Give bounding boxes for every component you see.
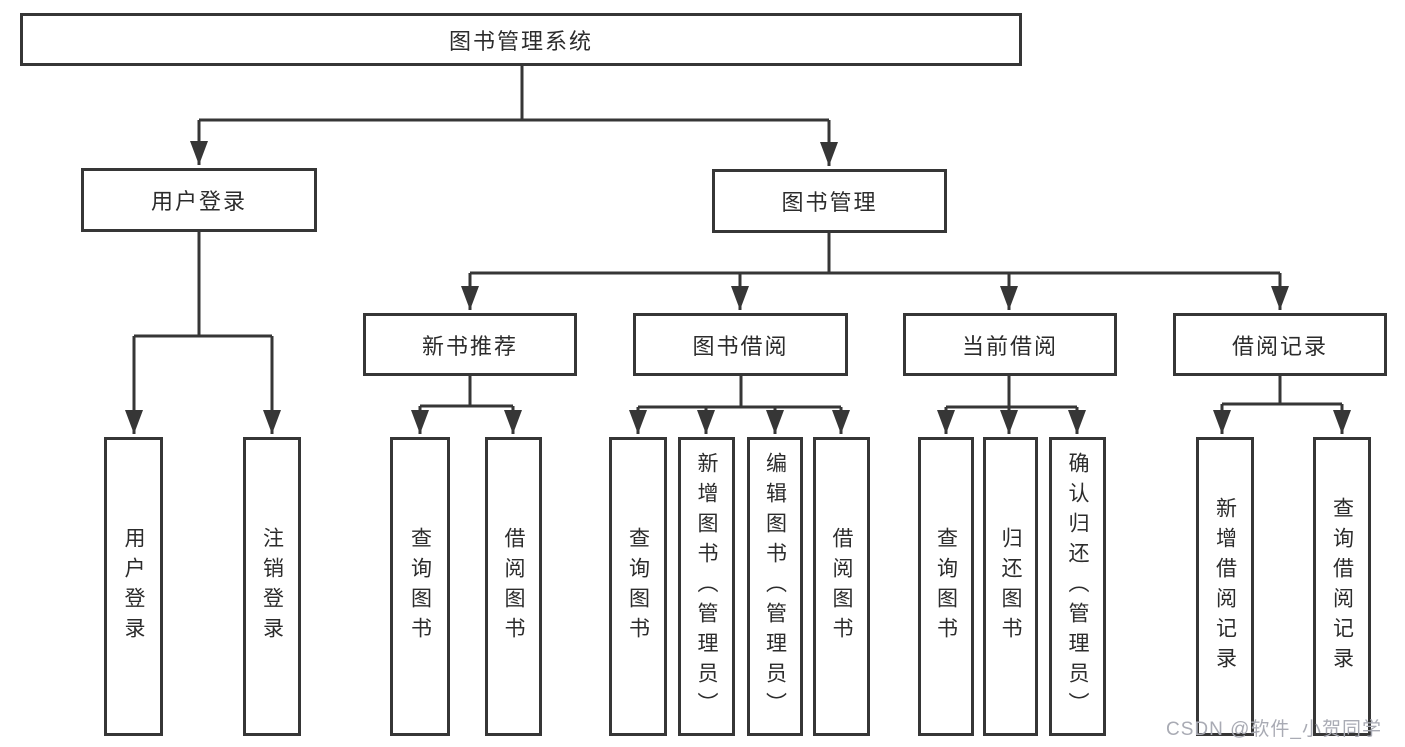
- node-book-management: 图书管理: [712, 169, 947, 233]
- node-library-management-system: 图书管理系统: [20, 13, 1022, 66]
- csdn-watermark: CSDN @软件_小贺同学: [1166, 719, 1382, 740]
- leaf-edit-books-admin: 编辑图书（管理员）: [747, 437, 803, 736]
- leaf-return-books: 归还图书: [983, 437, 1038, 736]
- node-borrowing-records: 借阅记录: [1173, 313, 1387, 376]
- node-book-borrowing: 图书借阅: [633, 313, 848, 376]
- leaf-query-books-recommend: 查询图书: [390, 437, 450, 736]
- node-user-login: 用户登录: [81, 168, 317, 232]
- leaf-user-login: 用户登录: [104, 437, 163, 736]
- leaf-query-borrow-record: 查询借阅记录: [1313, 437, 1371, 736]
- leaf-query-books-borrowing: 查询图书: [609, 437, 667, 736]
- leaf-query-books-current: 查询图书: [918, 437, 974, 736]
- leaf-add-borrow-record: 新增借阅记录: [1196, 437, 1254, 736]
- leaf-confirm-return-admin: 确认归还（管理员）: [1049, 437, 1106, 736]
- leaf-logout: 注销登录: [243, 437, 301, 736]
- leaf-borrow-books-borrowing: 借阅图书: [813, 437, 870, 736]
- leaf-add-books-admin: 新增图书（管理员）: [678, 437, 735, 736]
- node-new-book-recommendation: 新书推荐: [363, 313, 577, 376]
- node-current-borrowing: 当前借阅: [903, 313, 1117, 376]
- leaf-borrow-books-recommend: 借阅图书: [485, 437, 542, 736]
